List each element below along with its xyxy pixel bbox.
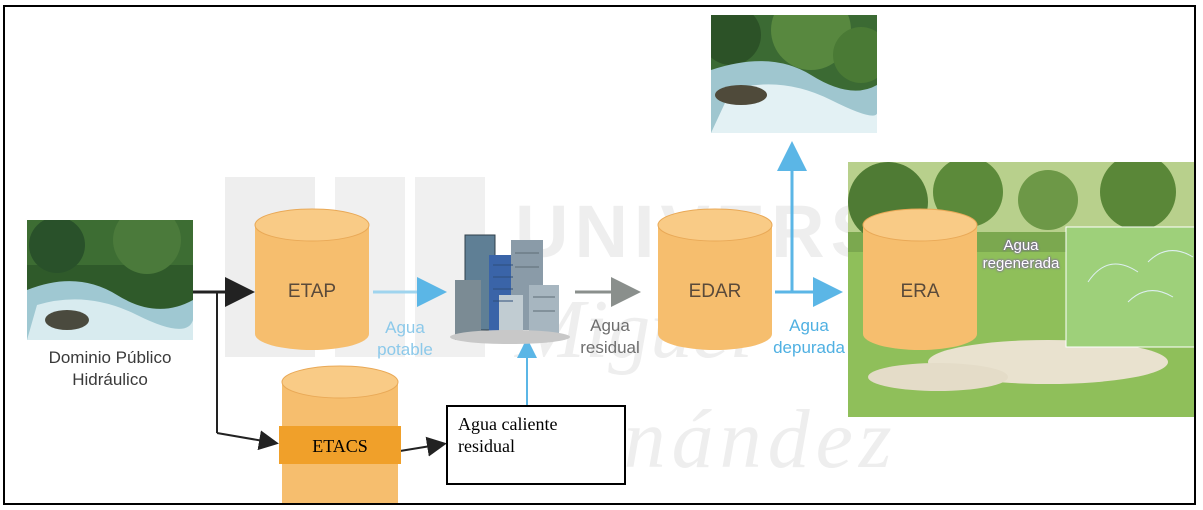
source-label-line2: Hidráulico <box>72 370 148 389</box>
source-label-line1: Dominio Público <box>48 348 172 367</box>
agua-depurada-line2: depurada <box>773 338 845 357</box>
agua-regenerada-line2: regenerada <box>982 255 1060 272</box>
source-label: Dominio Público Hidráulico <box>25 347 195 391</box>
city-buildings-image <box>445 225 575 345</box>
agua-potable-line1: Agua <box>385 318 425 337</box>
etacs-cylinder: ETACS <box>279 364 401 503</box>
agua-residual-line1: Agua <box>590 316 630 335</box>
label-agua-depurada: Agua depurada <box>767 315 851 359</box>
edar-label: EDAR <box>688 281 742 302</box>
agua-depurada-line1: Agua <box>789 316 829 335</box>
flow-arrows <box>193 141 1063 457</box>
etap-label: ETAP <box>287 281 337 302</box>
arrow-etacs-box <box>399 436 447 457</box>
label-agua-residual: Agua residual <box>570 315 650 359</box>
agua-regenerada-line1: Agua <box>1003 237 1039 254</box>
edar-cylinder: EDAR <box>655 207 775 352</box>
arrow-to-etacs <box>216 430 279 451</box>
label-agua-potable: Agua potable <box>365 317 445 361</box>
era-label: ERA <box>900 281 940 302</box>
etacs-label: ETACS <box>312 436 368 456</box>
agua-residual-line2: residual <box>580 338 640 357</box>
agua-caliente-line2: residual <box>458 436 515 456</box>
label-agua-regenerada: Agua regenerada <box>973 237 1069 273</box>
agua-caliente-line1: Agua caliente <box>458 414 558 434</box>
river-photo-top <box>711 15 877 133</box>
source-river-photo <box>27 220 193 340</box>
agua-caliente-residual-box: Agua caliente residual <box>446 405 626 485</box>
etap-cylinder: ETAP <box>252 207 372 352</box>
agua-potable-line2: potable <box>377 340 433 359</box>
diagram-frame: UNIVERSITAS Miguel Hernández <box>3 5 1196 505</box>
era-cylinder: ERA <box>860 207 980 352</box>
